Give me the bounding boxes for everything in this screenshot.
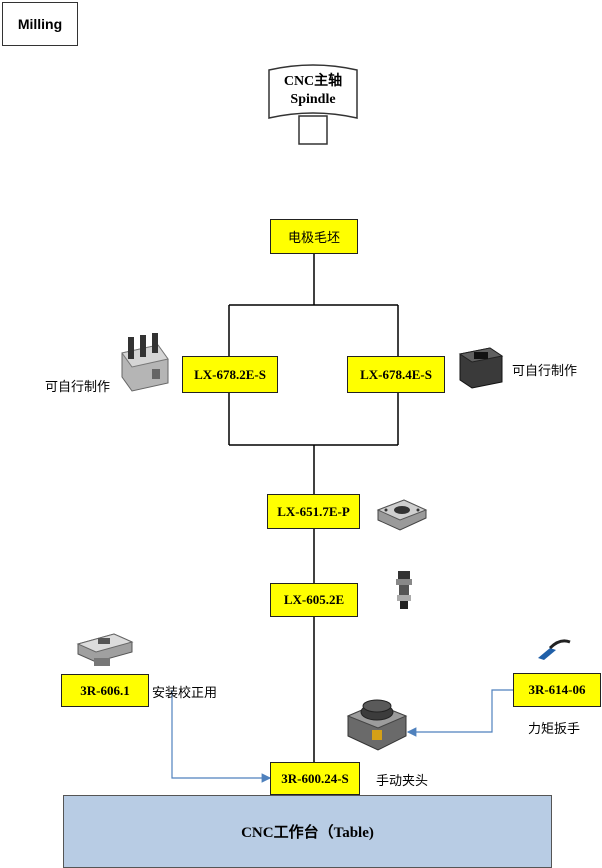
- label-self-made-right: 可自行制作: [512, 364, 578, 379]
- label-manual-chuck: 手动夹头: [376, 774, 429, 789]
- cnc-table: CNC工作台（Table): [63, 795, 552, 868]
- node-3r-600-24-s: 3R-600.24-S: [270, 762, 360, 795]
- node-lx-605-2e: LX-605.2E: [270, 583, 358, 617]
- label-torque-wrench: 力矩扳手: [528, 722, 581, 737]
- node-lx-651-7e-p: LX-651.7E-P: [267, 494, 360, 529]
- square-holder-image: [458, 347, 504, 389]
- spindle-label: CNC主轴 Spindle: [269, 73, 357, 109]
- manual-chuck-image: [346, 699, 408, 751]
- page-title: Milling: [2, 2, 78, 46]
- calibration-piece-image: [76, 633, 134, 666]
- label-self-made-left: 可自行制作: [45, 380, 111, 395]
- electrode-holder-image: [121, 333, 169, 392]
- torque-wrench-image: [538, 639, 571, 660]
- drawbar-pin-image: [396, 571, 412, 609]
- spindle-shape: [268, 64, 358, 145]
- arrow-606-to-600: [171, 690, 272, 783]
- adapter-plate-image: [376, 499, 428, 531]
- arrow-614-to-chuck: [406, 689, 513, 737]
- node-electrode: 电极毛坯: [270, 219, 358, 254]
- node-lx-678-4e-s: LX-678.4E-S: [347, 356, 445, 393]
- node-3r-614-06: 3R-614-06: [513, 673, 601, 707]
- node-lx-678-2e-s: LX-678.2E-S: [182, 356, 278, 393]
- node-3r-606-1: 3R-606.1: [61, 674, 149, 707]
- label-install-calib: 安装校正用: [152, 686, 218, 701]
- spindle-label-line1: CNC主轴: [283, 74, 343, 89]
- spindle-label-line2: Spindle: [290, 92, 336, 107]
